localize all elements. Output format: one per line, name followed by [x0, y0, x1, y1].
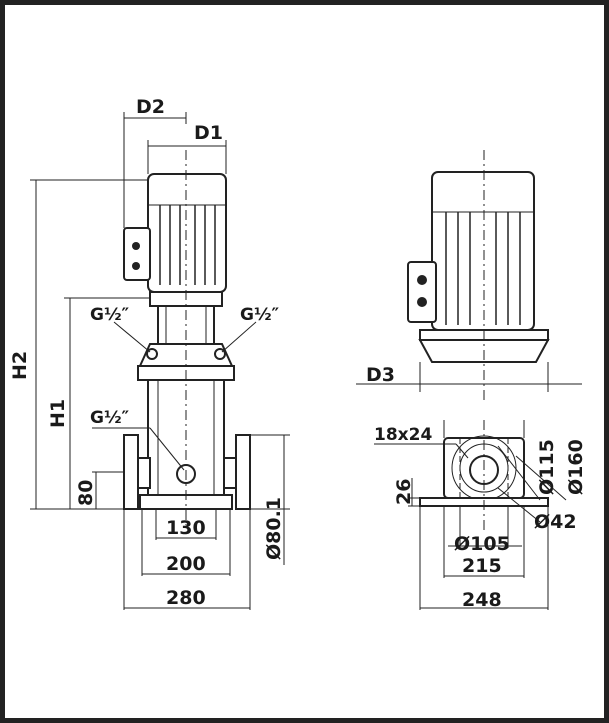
motor-cooling-fins-side [445, 212, 521, 325]
label-80: 80 [75, 480, 97, 506]
label-d160: Ø160 [565, 439, 587, 495]
motor-cooling-fins-front [148, 204, 226, 285]
inlet-flange [123, 434, 139, 510]
label-d105: Ø105 [454, 533, 510, 555]
label-d42: Ø42 [534, 511, 577, 533]
dimension-labels: D2 D1 H2 H1 G½″ G½″ G½″ 80 130 200 280 Ø… [9, 96, 587, 611]
terminal-box-side [407, 261, 437, 323]
label-h2: H2 [9, 351, 31, 380]
label-26: 26 [393, 479, 415, 505]
label-248: 248 [462, 589, 502, 611]
label-thread-left: G½″ [90, 305, 130, 325]
motor-housing-side [431, 171, 535, 331]
cable-gland-icon [132, 242, 140, 250]
cable-gland-icon [132, 262, 140, 270]
label-d80-1: Ø80.1 [263, 497, 285, 560]
cable-gland-icon [417, 297, 427, 307]
front-dimensions [30, 112, 290, 610]
label-h1: H1 [47, 399, 69, 428]
label-d115: Ø115 [536, 439, 558, 495]
label-d3: D3 [366, 364, 395, 386]
label-200: 200 [166, 553, 206, 575]
outlet-flange [235, 434, 251, 510]
label-holes: 18x24 [374, 425, 432, 445]
label-130: 130 [166, 517, 206, 539]
cable-gland-icon [417, 275, 427, 285]
label-280: 280 [166, 587, 206, 609]
terminal-box-front [123, 227, 151, 281]
inlet-pipe [137, 457, 151, 489]
outlet-pipe [223, 457, 237, 489]
label-thread-right: G½″ [240, 305, 280, 325]
label-215: 215 [462, 555, 502, 577]
side-view [356, 150, 582, 400]
front-view [123, 150, 251, 525]
label-thread-drain: G½″ [90, 408, 130, 428]
label-d2: D2 [136, 96, 165, 118]
base-dimensions [374, 443, 567, 610]
label-d1: D1 [194, 122, 223, 144]
